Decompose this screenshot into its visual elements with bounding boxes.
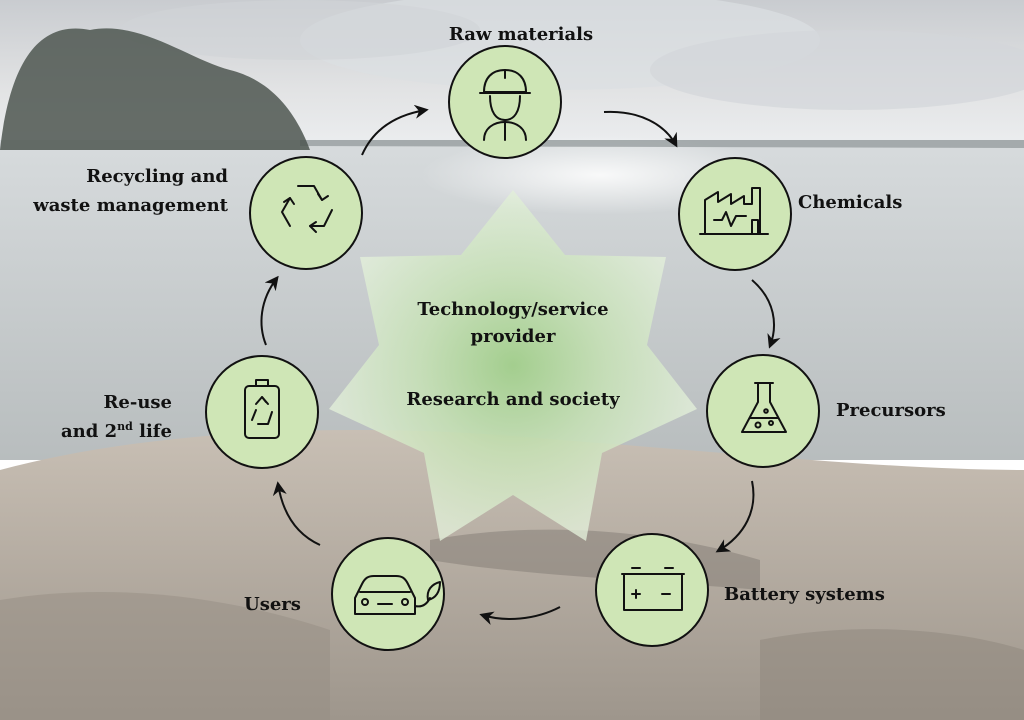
arrow-chemicals-to-precursors: [751, 279, 781, 349]
label-reuse: Re-use and 2nd life: [30, 388, 172, 446]
center-technology-provider: Technology/service provider: [393, 296, 633, 350]
node-battery-systems: [595, 533, 709, 647]
arrow-reuse-to-recycling: [260, 275, 279, 346]
label-chemicals: Chemicals: [798, 192, 903, 213]
arrow-battery-to-users: [479, 606, 561, 625]
arrow-precursors-to-battery: [715, 480, 755, 553]
worker-hardhat-icon: [479, 69, 531, 141]
node-chemicals: [678, 157, 792, 271]
battery-icon: [621, 567, 685, 611]
arrow-raw-to-chemicals: [603, 110, 678, 148]
recycle-icon: [281, 185, 333, 233]
label-raw-materials: Raw materials: [448, 24, 594, 45]
center-research-society: Research and society: [406, 389, 620, 410]
label-precursors: Precursors: [836, 400, 946, 421]
center-line2: provider: [470, 326, 556, 347]
node-reuse: [205, 355, 319, 469]
node-raw-materials: [448, 45, 562, 159]
electric-car-icon: [354, 575, 441, 615]
node-precursors: [706, 354, 820, 468]
battery-recycle-icon: [244, 379, 280, 439]
arrow-recycling-to-raw: [361, 104, 429, 156]
label-users: Users: [244, 594, 301, 615]
label-recycling: Recycling and waste management: [10, 162, 228, 220]
center-star: [329, 190, 697, 541]
flask-icon: [741, 382, 787, 433]
factory-icon: [699, 187, 769, 235]
node-recycling: [249, 156, 363, 270]
arrow-users-to-reuse: [272, 481, 321, 546]
label-reuse-line2: and 2nd life: [61, 420, 172, 442]
label-recycling-line1: Recycling and: [86, 166, 228, 187]
node-users: [331, 537, 445, 651]
label-recycling-line2: waste management: [33, 195, 228, 216]
label-battery-systems: Battery systems: [724, 584, 885, 605]
center-line1: Technology/service: [417, 299, 609, 320]
label-reuse-line1: Re-use: [103, 392, 172, 413]
cycle-arrows: [260, 104, 781, 625]
